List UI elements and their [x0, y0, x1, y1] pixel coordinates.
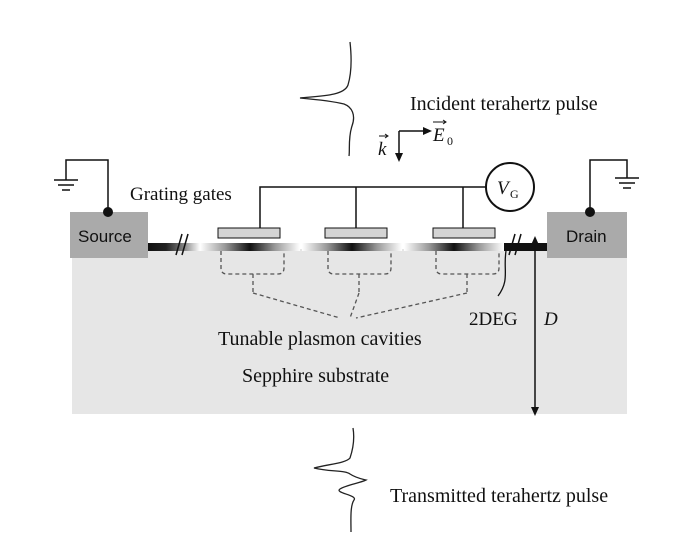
transmitted-pulse-waveform — [313, 427, 368, 533]
channel-break-right-icon — [508, 233, 522, 256]
drain-contact — [547, 212, 627, 258]
plasmon-cavities-label: Tunable plasmon cavities — [218, 328, 422, 350]
source-contact — [70, 212, 148, 258]
channel-left-segment — [148, 243, 200, 251]
grating-gate-1 — [217, 227, 281, 239]
source-label: Source — [78, 227, 132, 246]
grating-gate-3 — [432, 227, 496, 239]
plasmon-cavity-brackets — [220, 251, 500, 319]
k-overarrow-icon — [379, 133, 389, 139]
channel-right-segment — [504, 243, 547, 251]
gate-wiring — [259, 186, 486, 228]
channel-cavity-3 — [404, 243, 504, 251]
drain-ground-icon — [589, 159, 639, 212]
incident-pulse-waveform — [299, 41, 355, 157]
e-field-subscript: 0 — [447, 134, 453, 148]
gate-voltage-label: V — [497, 178, 511, 199]
drain-label: Drain — [566, 227, 607, 246]
drain-terminal-dot — [585, 207, 595, 217]
gate-voltage-source — [485, 162, 535, 212]
k-vector-icon — [395, 127, 432, 162]
grating-gate-2 — [324, 227, 388, 239]
substrate-label: Sepphire substrate — [242, 365, 389, 387]
channel-break-left-icon — [175, 233, 189, 256]
incident-pulse-label: Incident terahertz pulse — [410, 93, 598, 115]
two-deg-pointer — [497, 250, 507, 297]
channel-cavity-1 — [200, 243, 300, 251]
transmitted-pulse-label: Transmitted terahertz pulse — [390, 485, 608, 507]
two-deg-label: 2DEG — [469, 309, 518, 330]
k-vector-label: k — [378, 139, 387, 160]
depth-label: D — [543, 309, 558, 330]
channel-cavity-2 — [302, 243, 402, 251]
e-field-label: E — [432, 125, 445, 146]
source-ground-icon — [54, 159, 109, 212]
source-terminal-dot — [103, 207, 113, 217]
e-overarrow-icon — [433, 119, 447, 125]
gate-voltage-subscript: G — [510, 187, 519, 201]
grating-gates-label: Grating gates — [130, 184, 232, 205]
